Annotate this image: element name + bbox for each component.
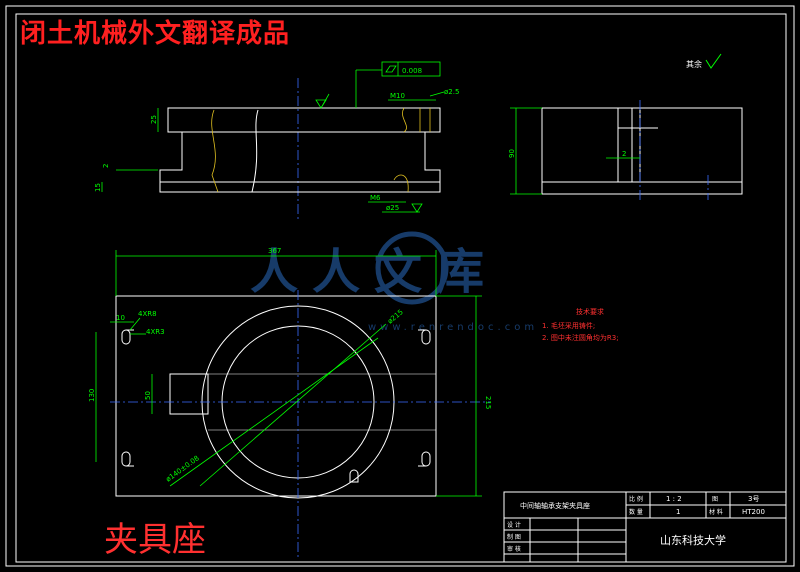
hole-leader	[429, 91, 445, 97]
tech-notes: 技术要求 1. 毛坯采用铸件; 2. 图中未注圆角均为R3;	[542, 307, 619, 342]
top-edge-hole	[349, 469, 359, 483]
tb-qty-label: 数 量	[629, 508, 643, 516]
dim-2: 2	[102, 164, 110, 168]
dim-15: 15	[94, 183, 102, 192]
tb-review-label: 审 核	[507, 545, 521, 553]
tb-design-label: 设 计	[507, 521, 521, 529]
flatness-frame	[381, 61, 441, 77]
dim-m6: M6	[370, 194, 381, 202]
dim-25: 25	[150, 115, 158, 124]
dim-phi25: ø25	[386, 204, 399, 212]
dim-bore-dia: ø140±0.08	[164, 454, 200, 483]
watermark-text: 人人文库	[250, 244, 498, 300]
top-outline	[115, 295, 437, 497]
watermark: 人人文库 www.renrendoc.com	[250, 231, 538, 333]
side-outline	[541, 107, 743, 195]
tb-qty-value: 1	[676, 508, 680, 516]
remark-text: 其余	[686, 59, 702, 69]
dia-215-leader	[199, 323, 387, 487]
dim-height-215: 215	[484, 396, 492, 409]
tech-note-1: 1. 毛坯采用铸件;	[542, 321, 595, 330]
tb-sheet-label: 图	[712, 496, 718, 503]
front-bottom-hole	[393, 174, 409, 193]
watermark-ring	[375, 231, 449, 305]
front-view: 25 2 15 0.008 M10 ø2.5 M6 ø25	[94, 61, 459, 220]
roughness-icon-bottom	[411, 203, 423, 213]
roughness-icon-front	[315, 93, 330, 109]
dim-height-130: 130	[88, 389, 96, 402]
front-top-plate	[167, 107, 441, 133]
top-boss	[169, 373, 209, 415]
dim-hole2: 4XR3	[146, 328, 165, 336]
dim-width-10: 10	[116, 314, 125, 322]
dim-flatness: 0.008	[402, 67, 422, 75]
tb-drawing-name: 中间轴轴承支架夹具座	[520, 501, 590, 510]
hole1-leader	[129, 317, 141, 331]
dim-50: 50	[144, 391, 152, 400]
dim-width-367: 367	[268, 247, 281, 255]
tb-material-value: HT200	[742, 508, 765, 516]
tb-draw-label: 制 图	[507, 533, 521, 541]
front-body	[159, 132, 441, 193]
inner-frame	[15, 13, 787, 563]
front-hole-cut	[402, 107, 431, 133]
front-section-cut	[211, 109, 219, 193]
slot-tr-icon	[418, 329, 431, 345]
dim-hole-dia: ø2.5	[444, 88, 459, 96]
title-block: 中间轴轴承支架夹具座 比 例 1 : 2 图 3号 数 量 1 材 料 HT20…	[503, 491, 787, 563]
header-title: 闭土机械外文翻译成品	[20, 18, 290, 49]
slot-br-icon	[418, 451, 431, 467]
side-view: 90 2	[508, 100, 743, 200]
tech-note-2: 2. 图中未注圆角均为R3;	[542, 333, 619, 342]
dim-hole1: 4XR8	[138, 310, 157, 318]
dim-side-90: 90	[508, 149, 516, 158]
watermark-url: www.renrendoc.com	[368, 322, 538, 333]
slot-tl-icon	[121, 329, 134, 345]
dia-140-leader	[169, 337, 379, 487]
tech-notes-title: 技术要求	[576, 307, 604, 316]
flatness-icon	[385, 65, 397, 73]
tb-school: 山东科技大学	[660, 533, 726, 547]
tb-material-label: 材 料	[709, 508, 723, 516]
side-slot	[617, 108, 658, 182]
tb-sheet-value: 3号	[748, 495, 759, 503]
roughness-symbol-icon	[705, 53, 722, 69]
dim-m10: M10	[390, 92, 405, 100]
tb-scale-label: 比 例	[629, 495, 643, 503]
dim-side-2: 2	[622, 150, 626, 158]
tb-scale-value: 1 : 2	[666, 495, 682, 503]
slot-bl-icon	[121, 451, 134, 467]
part-label: 夹具座	[104, 520, 206, 560]
tb-frame	[503, 491, 787, 563]
front-section-cut-2	[251, 109, 259, 193]
outer-frame	[5, 5, 795, 567]
